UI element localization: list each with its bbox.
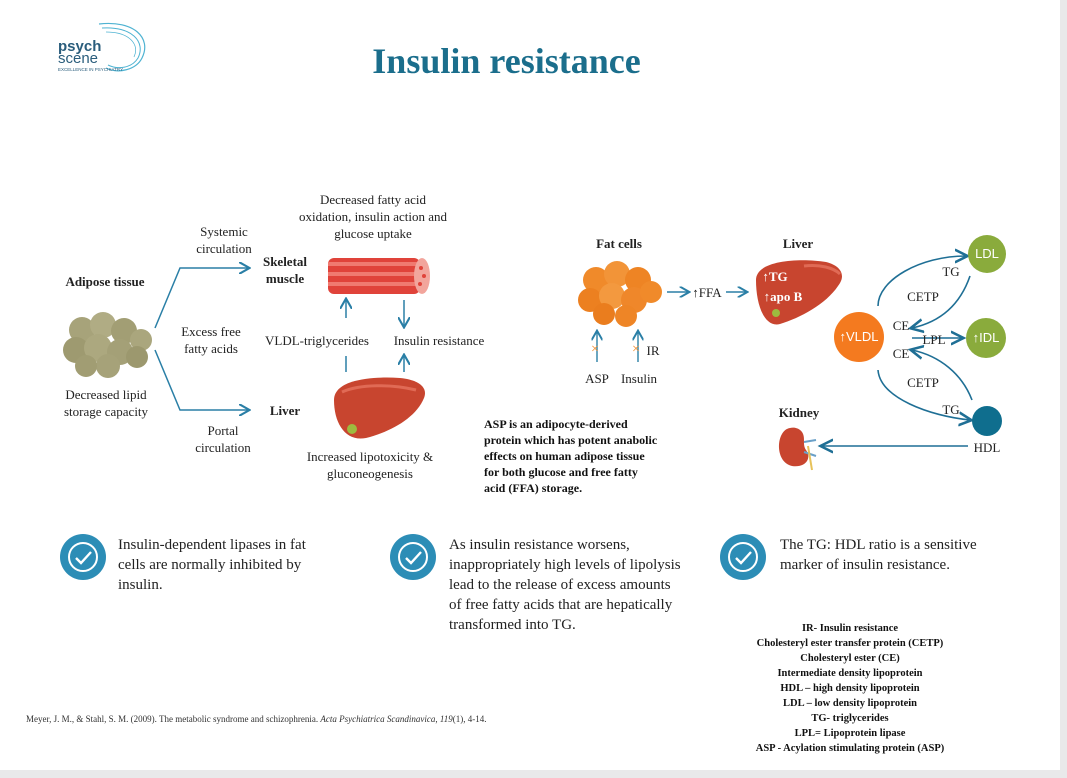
fat-cells-label: Fat cells	[596, 236, 642, 251]
skeletal-muscle-label: Skeletal muscle	[262, 254, 308, 286]
systemic-circulation-label: Systemic circulation	[196, 224, 252, 256]
excess-ffa-label: Excess free fatty acids	[181, 324, 241, 356]
insulin-label: Insulin	[620, 371, 658, 386]
lpl-label: LPL	[922, 332, 946, 347]
key-point-3: The TG: HDL ratio is a sensitive marker …	[780, 537, 977, 573]
reference-authors: Meyer, J. M., & Stahl, S. M. (2009). The…	[26, 714, 319, 724]
glossary-item: Cholesteryl ester transfer protein (CETP…	[756, 638, 944, 649]
psych-scene-logo: psych scene EXCELLENCE IN PSYCHIATRY	[44, 18, 154, 74]
glossary-item: HDL – high density lipoprotein	[780, 683, 920, 694]
ldl-return-arrow	[912, 275, 971, 328]
liver-right-icon	[756, 260, 842, 325]
tg-bottom-label: TG	[942, 402, 960, 417]
cetp-top-label: CETP	[907, 289, 939, 304]
skeletal-muscle-icon	[328, 258, 430, 294]
vldl-triglycerides-label: VLDL-triglycerides	[265, 333, 369, 348]
vldl-label: ↑VLDL	[839, 329, 879, 344]
glossary-item: LPL= Lipoprotein lipase	[794, 728, 906, 739]
portal-circulation-label: Portal circulation	[195, 423, 251, 455]
liver-label: Liver	[269, 403, 301, 418]
ffa-label: ↑FFA	[692, 285, 722, 300]
hdl-return-arrow	[912, 350, 973, 401]
glossary: IR- Insulin resistance Cholesteryl ester…	[700, 621, 1000, 756]
hdl-label: HDL	[973, 440, 1001, 455]
kidney-label: Kidney	[778, 405, 820, 420]
ce-top-label: CE	[892, 318, 910, 333]
key-point-2: As insulin resistance worsens, inappropr…	[449, 537, 681, 633]
reference-volume: 119	[439, 714, 453, 724]
kidney-icon	[779, 427, 817, 471]
liver-tg-label: ↑TG	[762, 269, 788, 284]
ir-label: IR	[646, 343, 660, 358]
tg-top-label: TG	[942, 264, 960, 279]
diagram-canvas: × ×	[63, 0, 1060, 471]
logo-psych: psych	[58, 38, 102, 55]
page-title: Insulin resistance	[372, 41, 641, 81]
insulin-resistance-label: Insulin resistance	[393, 333, 485, 348]
liver-icon	[334, 377, 425, 439]
logo-tagline: EXCELLENCE IN PSYCHIATRY	[58, 67, 124, 72]
decreased-fatty-acid-label: Decreased fatty acid oxidation, insulin …	[298, 192, 448, 241]
decreased-lipid-label: Decreased lipid storage capacity	[63, 387, 149, 419]
ldl-circle	[968, 235, 1006, 273]
reference-journal: Acta Psychiatrica Scandinavica	[320, 714, 436, 724]
glossary-item: IR- Insulin resistance	[801, 623, 899, 634]
reference: Meyer, J. M., & Stahl, S. M. (2009). The…	[26, 714, 487, 724]
reference-pages: (1), 4-14.	[452, 714, 487, 724]
key-point-1: Insulin-dependent lipases in fat cells a…	[118, 537, 306, 593]
glossary-item: LDL – low density lipoprotein	[783, 698, 917, 709]
check-icon	[390, 534, 436, 580]
logo-swirl-icon	[98, 22, 146, 72]
adipose-tissue-icon	[63, 312, 152, 378]
asp-cross: ×	[591, 342, 599, 357]
glossary-item: ASP - Acylation stimulating protein (ASP…	[755, 743, 945, 754]
check-icon	[720, 534, 766, 580]
systemic-circulation-arrow	[154, 268, 248, 329]
liver-right-label: Liver	[782, 236, 814, 251]
fat-cells-icon	[578, 261, 662, 327]
asp-label: ASP	[585, 371, 609, 386]
cetp-bottom-label: CETP	[907, 375, 939, 390]
glossary-item: TG- triglycerides	[811, 713, 889, 724]
logo-scene: scene	[58, 50, 99, 67]
vldl-circle	[834, 312, 884, 362]
portal-circulation-arrow	[154, 349, 248, 410]
glossary-item: Cholesteryl ester (CE)	[800, 653, 900, 664]
increased-lipotoxicity-label: Increased lipotoxicity & gluconeogenesis	[306, 449, 434, 481]
check-icon	[60, 534, 106, 580]
ce-bottom-label: CE	[892, 346, 910, 361]
asp-note: ASP is an adipocyte-derived protein whic…	[484, 417, 658, 495]
idl-circle	[966, 318, 1006, 358]
ldl-label: LDL	[975, 246, 999, 261]
vldl-to-ldl-arrow	[877, 256, 966, 307]
liver-apob-label: ↑apo B	[763, 289, 803, 304]
adipose-tissue-label: Adipose tissue	[65, 274, 145, 289]
insulin-cross: ×	[632, 342, 640, 357]
idl-label: ↑IDL	[972, 330, 1000, 345]
hdl-circle	[972, 406, 1002, 436]
vldl-to-hdl-arrow	[877, 369, 970, 420]
glossary-item: Intermediate density lipoprotein	[777, 668, 923, 679]
